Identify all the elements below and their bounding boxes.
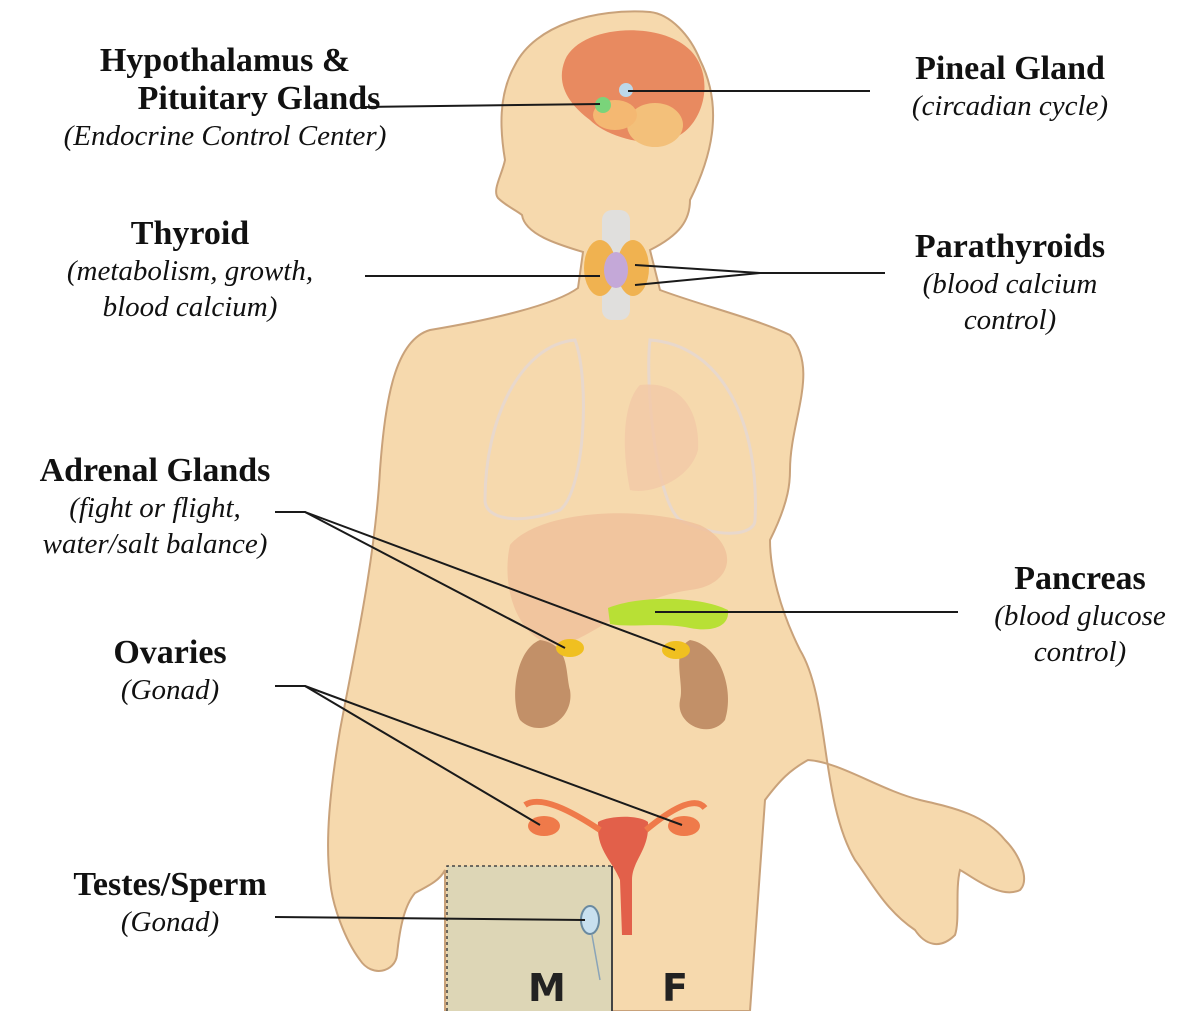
- label-testes-sub: (Gonad): [30, 904, 310, 940]
- label-adrenal-sub-1: (fight or flight,: [0, 490, 310, 526]
- label-ovaries-sub: (Gonad): [70, 672, 270, 708]
- label-parathyroids: Parathyroids (blood calcium control): [870, 228, 1150, 338]
- label-adrenal-title: Adrenal Glands: [0, 452, 310, 490]
- leader-parathyroids: [635, 265, 885, 273]
- label-parathyroids-title: Parathyroids: [870, 228, 1150, 266]
- label-pancreas-sub-2: control): [955, 634, 1204, 670]
- label-pineal-sub: (circadian cycle): [860, 88, 1160, 124]
- label-pineal: Pineal Gland (circadian cycle): [860, 50, 1160, 124]
- label-parathyroids-sub-2: control): [870, 302, 1150, 338]
- label-testes-title: Testes/Sperm: [30, 866, 310, 904]
- label-hypothalamus-title-1: Hypothalamus &: [10, 42, 440, 80]
- female-label: F: [662, 966, 688, 1010]
- right-ovary: [668, 816, 700, 836]
- label-pancreas-sub-1: (blood glucose: [955, 598, 1204, 634]
- thyroid-isthmus: [604, 252, 628, 288]
- label-parathyroids-sub-1: (blood calcium: [870, 266, 1150, 302]
- body-silhouette: [328, 11, 1024, 1011]
- label-ovaries: Ovaries (Gonad): [70, 634, 270, 708]
- label-pancreas: Pancreas (blood glucose control): [955, 560, 1204, 670]
- label-ovaries-title: Ovaries: [70, 634, 270, 672]
- label-testes: Testes/Sperm (Gonad): [30, 866, 310, 940]
- label-thyroid-title: Thyroid: [10, 215, 370, 253]
- left-ovary: [528, 816, 560, 836]
- label-adrenal: Adrenal Glands (fight or flight, water/s…: [0, 452, 310, 562]
- left-adrenal: [556, 639, 584, 657]
- label-thyroid-sub-1: (metabolism, growth,: [10, 253, 370, 289]
- right-adrenal: [662, 641, 690, 659]
- label-hypothalamus: Hypothalamus & Pituitary Glands (Endocri…: [10, 42, 440, 154]
- label-pineal-title: Pineal Gland: [860, 50, 1160, 88]
- label-hypothalamus-sub: (Endocrine Control Center): [10, 118, 440, 154]
- label-hypothalamus-title-2: Pituitary Glands: [44, 80, 474, 118]
- male-label: M: [528, 966, 566, 1010]
- label-thyroid: Thyroid (metabolism, growth, blood calci…: [10, 215, 370, 325]
- label-thyroid-sub-2: blood calcium): [10, 289, 370, 325]
- label-adrenal-sub-2: water/salt balance): [0, 526, 310, 562]
- label-pancreas-title: Pancreas: [955, 560, 1204, 598]
